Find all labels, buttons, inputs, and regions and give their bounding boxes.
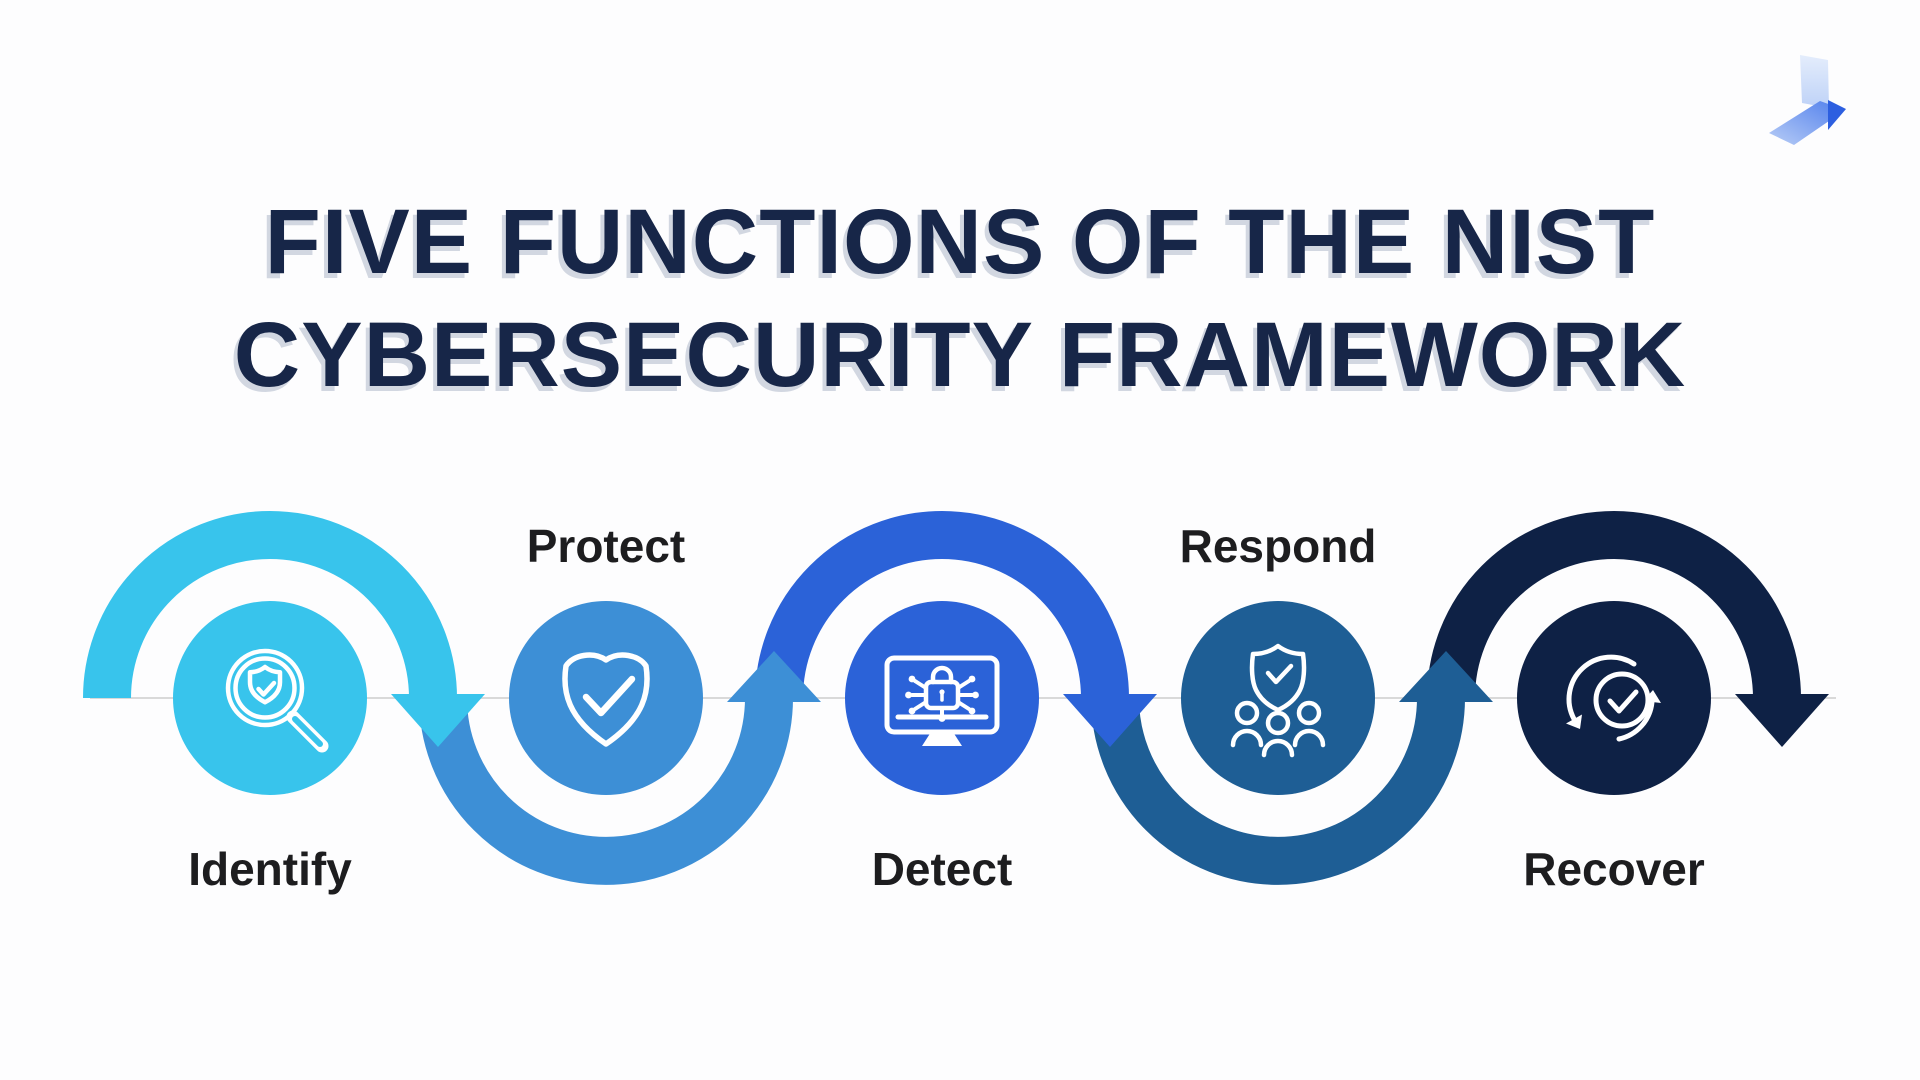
flow-arc-respond bbox=[1091, 697, 1465, 885]
flow-arrowhead-respond bbox=[1399, 651, 1493, 702]
refresh-check-icon bbox=[1566, 654, 1661, 742]
brand-logo-icon bbox=[1769, 55, 1846, 145]
title-line-1: FIVE FUNCTIONS OF THE NIST bbox=[264, 191, 1656, 293]
title-line-2: CYBERSECURITY FRAMEWORK bbox=[233, 304, 1687, 406]
shield-team-icon bbox=[1230, 643, 1326, 758]
step-circle-protect bbox=[509, 601, 703, 795]
step-label-detect: Detect bbox=[871, 843, 1013, 895]
flow-arrowhead-protect bbox=[727, 651, 821, 702]
flow-arrowhead-recover bbox=[1735, 694, 1829, 747]
page-title: FIVE FUNCTIONS OF THE NIST CYBERSECURITY… bbox=[0, 186, 1920, 412]
magnifier-shield-check-icon bbox=[225, 648, 329, 753]
flow-arc-detect bbox=[755, 511, 1129, 699]
step-label-respond: Respond bbox=[1179, 520, 1377, 572]
flow-arc-protect bbox=[419, 697, 793, 885]
flow-arrowhead-identify bbox=[391, 694, 485, 747]
shield-check-icon bbox=[562, 652, 650, 747]
flow-arrowhead-detect bbox=[1063, 694, 1157, 747]
flow-arc-identify bbox=[83, 511, 457, 699]
step-circle-respond bbox=[1181, 601, 1375, 795]
step-label-protect: Protect bbox=[526, 520, 686, 572]
step-label-identify: Identify bbox=[188, 843, 352, 895]
monitor-lock-network-icon bbox=[884, 655, 1000, 746]
step-label-recover: Recover bbox=[1523, 843, 1705, 895]
flow-arc-recover bbox=[1427, 511, 1801, 699]
